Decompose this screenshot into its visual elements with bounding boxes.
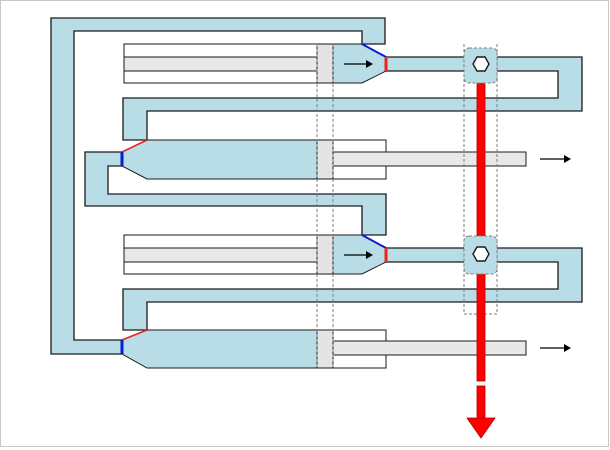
pressure-line-segment-1: [476, 82, 486, 382]
check-valve-2: [463, 235, 498, 275]
pipe-outer-loop: [50, 17, 386, 355]
cylinder-4-motion-arrow: [540, 344, 571, 352]
cylinder-1-motion-arrow: [344, 60, 373, 68]
cylinder-3-piston: [316, 234, 334, 275]
pipe-loop-upper-right: [122, 56, 583, 141]
cylinder-3-rod: [123, 247, 318, 263]
cylinder-3-port-low: [361, 234, 387, 249]
cylinder-4-chamber: [121, 329, 318, 369]
pipe-loop-lower-right: [122, 247, 583, 331]
cylinder-1-rod: [123, 56, 318, 72]
cylinder-2-piston: [316, 139, 334, 180]
cylinder-3-motion-arrow: [344, 251, 373, 259]
pressure-output-line: [466, 82, 496, 439]
cylinder-4-port-high: [121, 329, 148, 341]
cylinder-1-piston: [316, 43, 334, 84]
arrow-down-icon: [466, 417, 496, 439]
cylinder-3: [123, 234, 388, 275]
cylinder-2-port-high: [121, 139, 148, 153]
hexagon-valve-icon: [472, 246, 490, 262]
cylinder-1-port-low: [361, 43, 387, 58]
check-valve-1: [463, 47, 498, 84]
cylinder-2: [120, 139, 571, 180]
cylinder-4-piston: [316, 329, 334, 369]
pressure-line-segment-2: [476, 385, 486, 419]
cylinder-4-rod: [332, 340, 527, 356]
hexagon-valve-icon: [472, 56, 490, 72]
cylinder-1: [123, 43, 388, 84]
cylinder-2-motion-arrow: [540, 155, 571, 163]
cylinder-2-chamber: [121, 139, 318, 180]
pipe-loop-middle-left: [84, 151, 387, 236]
